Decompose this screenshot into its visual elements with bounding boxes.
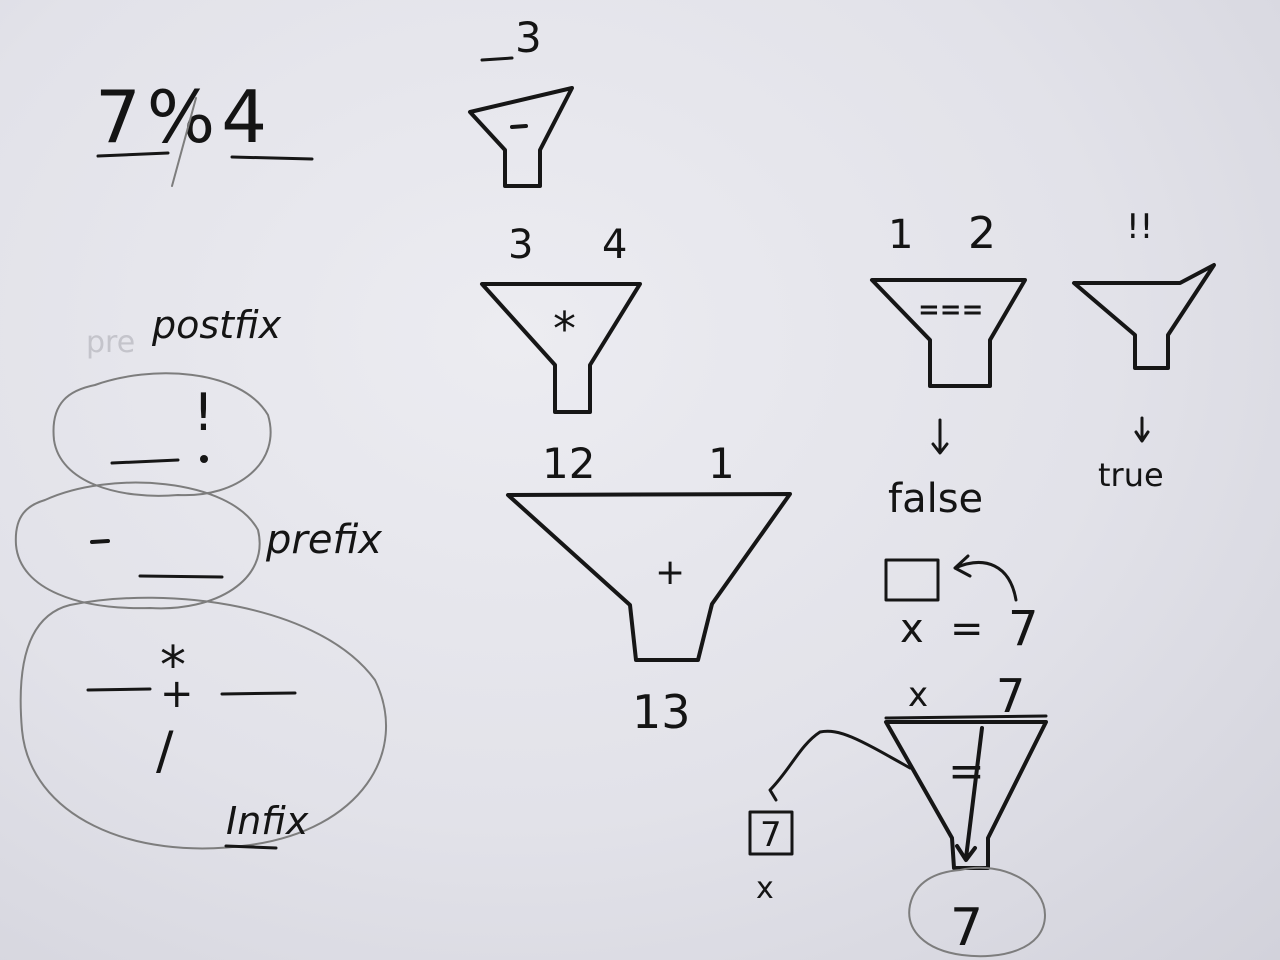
negation-symbol-mark <box>510 124 528 129</box>
modulo-right-blank <box>230 155 314 161</box>
multiply-funnel <box>480 282 642 414</box>
infix-divide: / <box>156 721 174 781</box>
addition-funnel <box>506 492 792 662</box>
assignment-rhs: 7 <box>1008 601 1039 657</box>
infix-plus: + <box>160 671 194 717</box>
assign-funnel-left: x <box>908 675 928 715</box>
addition-funnel-group: 12 1 + 13 <box>506 439 792 739</box>
infix-right-blank <box>220 691 297 696</box>
assign-funnel-topline <box>884 714 1048 720</box>
not-output: true <box>1098 456 1164 494</box>
notation-column: pre postfix ! - prefix * + / Infix <box>14 303 387 850</box>
postfix-dot <box>200 455 208 463</box>
negation-input: 3 <box>515 13 542 62</box>
modulo-slash <box>171 97 197 187</box>
multiply-left: 3 <box>508 222 533 268</box>
assign-output-circle <box>908 866 1047 958</box>
equality-left: 1 <box>888 212 913 258</box>
negation-operator: - <box>0 0 1 1</box>
assignment-group: x = 7 <box>884 554 1039 657</box>
prefix-bubble <box>14 481 261 610</box>
assignment-lhs: x <box>900 606 924 652</box>
prefix-label: prefix <box>265 517 382 563</box>
infix-multiply: * <box>160 636 186 696</box>
assignment-equals: = <box>950 606 984 652</box>
multiply-right: 4 <box>602 222 627 268</box>
negation-input-dash <box>480 56 514 62</box>
equality-funnel <box>870 278 1027 388</box>
negation-funnel <box>468 86 574 188</box>
assign-funnel-right: 7 <box>996 669 1025 723</box>
assign-box-label: x <box>756 871 774 906</box>
assign-flow-arrow <box>955 726 984 862</box>
assign-box <box>748 810 794 856</box>
not-arrow <box>1134 416 1150 443</box>
prefix-operand-blank <box>138 574 224 579</box>
postfix-bubble <box>52 372 272 497</box>
equality-output: false <box>888 476 983 522</box>
crossed-out-word: pre <box>86 325 135 360</box>
infix-bubble <box>19 596 387 850</box>
assign-wire <box>768 729 912 802</box>
postfix-symbol: ! <box>193 383 214 443</box>
multiply-operator: * <box>553 302 576 356</box>
assign-funnel-group: x 7 = 7 x 7 <box>748 669 1048 958</box>
prefix-symbol-mark <box>90 539 110 544</box>
equality-funnel-group: 1 2 === false <box>870 208 1027 522</box>
modulo-left-blank <box>96 151 170 158</box>
addition-right: 1 <box>708 439 735 488</box>
equality-arrow <box>931 418 949 455</box>
multiply-funnel-group: 3 4 * <box>480 222 642 414</box>
equality-right: 2 <box>968 208 996 259</box>
infix-underline <box>224 844 278 850</box>
modulo-text: 7%4 <box>95 75 273 159</box>
negation-funnel-group: 3 - <box>0 0 574 188</box>
assignment-curved-arrow <box>953 554 1018 602</box>
postfix-operand-blank <box>110 458 180 465</box>
not-funnel-group: !! true <box>1072 207 1216 494</box>
addition-output: 13 <box>632 685 691 739</box>
postfix-label: postfix <box>151 303 282 347</box>
equality-operator: === <box>918 295 983 325</box>
modulo-expression: 7%4 <box>95 75 314 187</box>
assign-box-value: 7 <box>760 815 782 855</box>
infix-left-blank <box>86 687 152 692</box>
not-input: !! <box>1126 207 1153 247</box>
variable-box <box>884 558 940 602</box>
infix-label: Infix <box>226 799 309 843</box>
addition-left: 12 <box>542 439 595 488</box>
assign-output: 7 <box>950 898 983 958</box>
not-funnel <box>1072 263 1216 370</box>
addition-operator: + <box>655 552 685 593</box>
